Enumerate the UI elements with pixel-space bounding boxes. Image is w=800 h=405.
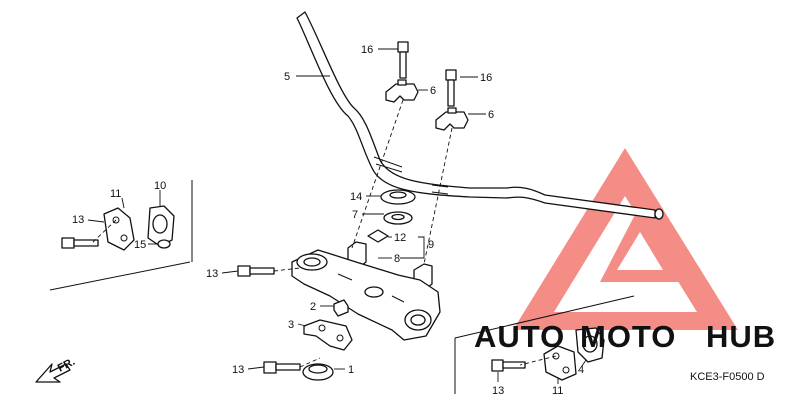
callout-13a: 13 bbox=[72, 214, 84, 226]
watermark-word-left: AUTO bbox=[474, 319, 565, 354]
callout-10: 10 bbox=[154, 180, 166, 192]
bracket-part-11a bbox=[103, 207, 135, 251]
bolt-part-13d bbox=[491, 359, 526, 372]
bolt-part-13c bbox=[263, 361, 301, 374]
callout-13d: 13 bbox=[492, 385, 504, 397]
watermark-word-mid: MOTO bbox=[580, 319, 676, 354]
upper-holder-cap-part-6a bbox=[385, 79, 419, 103]
top-bridge bbox=[291, 249, 441, 341]
watermark-logo-icon bbox=[513, 148, 738, 330]
callout-1: 1 bbox=[348, 364, 354, 376]
callout-labels: 16 5 16 6 6 14 7 12 9 8 11 10 13 15 13 2… bbox=[72, 44, 584, 397]
callout-2: 2 bbox=[310, 301, 316, 313]
bolt-part-16a bbox=[397, 41, 409, 79]
callout-4: 4 bbox=[578, 364, 584, 376]
grommet-part-1 bbox=[302, 363, 334, 381]
callout-7: 7 bbox=[352, 209, 358, 221]
bolt-part-16b bbox=[445, 69, 457, 107]
washer-part-7 bbox=[383, 211, 413, 225]
callout-14: 14 bbox=[350, 191, 362, 203]
assembly-guide-lines bbox=[91, 99, 557, 368]
washer-part-14 bbox=[380, 189, 416, 205]
callout-16a: 16 bbox=[361, 44, 373, 56]
bracket-part-3 bbox=[303, 319, 353, 351]
callout-6a: 6 bbox=[430, 85, 436, 97]
callout-11a: 11 bbox=[110, 188, 121, 200]
nut-part-2 bbox=[333, 299, 349, 317]
front-direction-arrow-icon bbox=[35, 363, 71, 383]
handlebar-part-5 bbox=[296, 11, 664, 220]
callout-3: 3 bbox=[288, 319, 294, 331]
callout-16b: 16 bbox=[480, 72, 492, 84]
callout-6b: 6 bbox=[488, 109, 494, 121]
callout-12: 12 bbox=[394, 232, 406, 244]
bracket-part-11b bbox=[543, 345, 577, 381]
bushing-part-12 bbox=[367, 229, 389, 243]
left-subassembly bbox=[49, 180, 193, 291]
callout-13c: 13 bbox=[232, 364, 244, 376]
holder-part-4 bbox=[575, 327, 605, 363]
callout-11b: 11 bbox=[552, 385, 563, 397]
bolt-part-13a bbox=[61, 237, 99, 249]
holder-part-10 bbox=[147, 205, 175, 247]
callout-8: 8 bbox=[394, 253, 400, 265]
callout-15: 15 bbox=[134, 239, 146, 251]
callout-5: 5 bbox=[284, 71, 290, 83]
watermark-wordmark: AUTO MOTO HUB bbox=[474, 319, 776, 354]
callout-9: 9 bbox=[428, 239, 434, 251]
upper-holder-cap-part-6b bbox=[435, 107, 469, 131]
callout-13b: 13 bbox=[206, 268, 218, 280]
right-subassembly bbox=[454, 295, 635, 394]
diagram-code: KCE3-F0500 D bbox=[690, 371, 765, 383]
leader-lines bbox=[87, 48, 587, 384]
direction-label: FR. bbox=[56, 356, 77, 375]
bolt-part-13b bbox=[237, 265, 275, 277]
watermark-word-right: HUB bbox=[706, 319, 776, 354]
nut-part-15 bbox=[157, 239, 171, 249]
